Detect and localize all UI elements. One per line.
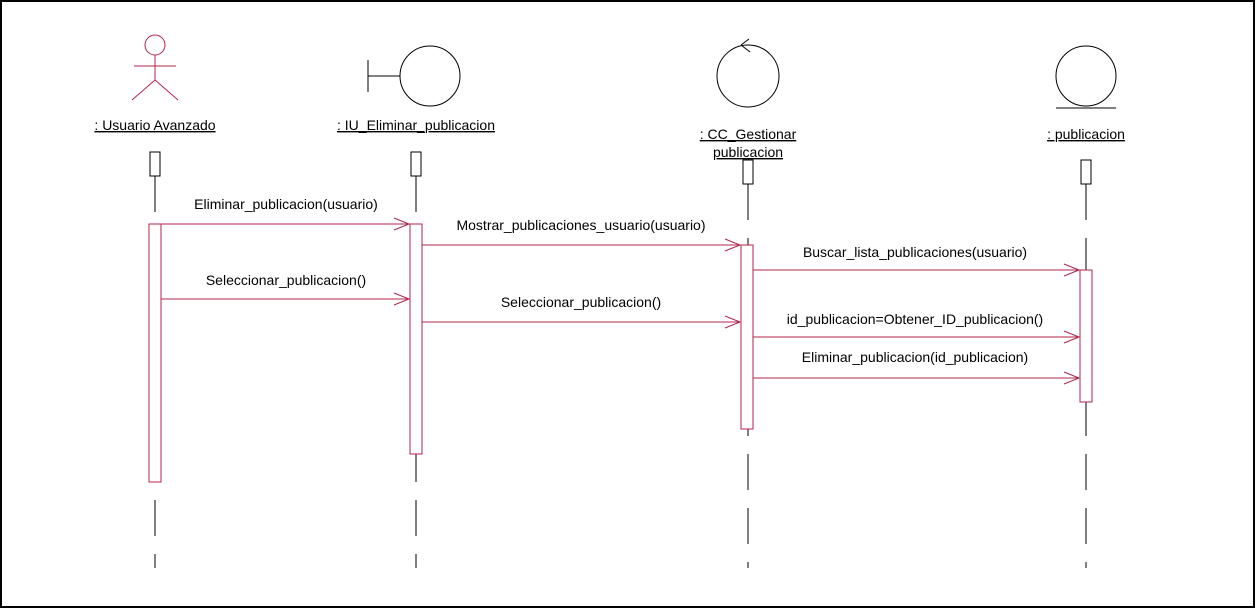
boundary-icon — [367, 45, 461, 107]
participant-label-line2: publicacion — [713, 144, 783, 160]
activation-usuario — [148, 223, 162, 483]
message-label-m5: Seleccionar_publicacion() — [501, 294, 661, 310]
participant-publicacion[interactable]: : publicacion — [1047, 45, 1125, 142]
control-icon — [716, 38, 780, 108]
message-label-m4: Seleccionar_publicacion() — [206, 272, 366, 288]
participant-label: : publicacion — [1047, 126, 1125, 142]
participant-iu-eliminar-publicacion[interactable]: : IU_Eliminar_publicacion — [337, 45, 495, 133]
participant-label: : IU_Eliminar_publicacion — [337, 117, 495, 133]
entity-icon — [1055, 45, 1117, 109]
message-label-m7: Eliminar_publicacion(id_publicacion) — [802, 349, 1028, 365]
activations — [148, 223, 1093, 483]
messages — [161, 217, 1081, 385]
message-labels: Eliminar_publicacion(usuario) Mostrar_pu… — [194, 196, 1043, 365]
header-boxes — [149, 151, 1092, 185]
message-label-m2: Mostrar_publicaciones_usuario(usuario) — [456, 217, 705, 233]
participant-usuario-avanzado[interactable]: : Usuario Avanzado — [94, 34, 216, 133]
message-label-m1: Eliminar_publicacion(usuario) — [194, 196, 378, 212]
participant-label: : Usuario Avanzado — [94, 117, 215, 133]
participant-cc-gestionar-publicacion[interactable]: : CC_Gestionar publicacion — [700, 38, 797, 160]
activation-pub — [1079, 269, 1093, 403]
message-label-m3: Buscar_lista_publicaciones(usuario) — [803, 244, 1027, 260]
actor-icon — [131, 34, 179, 101]
participant-label-line1: : CC_Gestionar — [700, 126, 797, 142]
activation-cc — [740, 244, 754, 430]
activation-iu — [409, 223, 423, 455]
message-label-m6: id_publicacion=Obtener_ID_publicacion() — [787, 311, 1043, 327]
